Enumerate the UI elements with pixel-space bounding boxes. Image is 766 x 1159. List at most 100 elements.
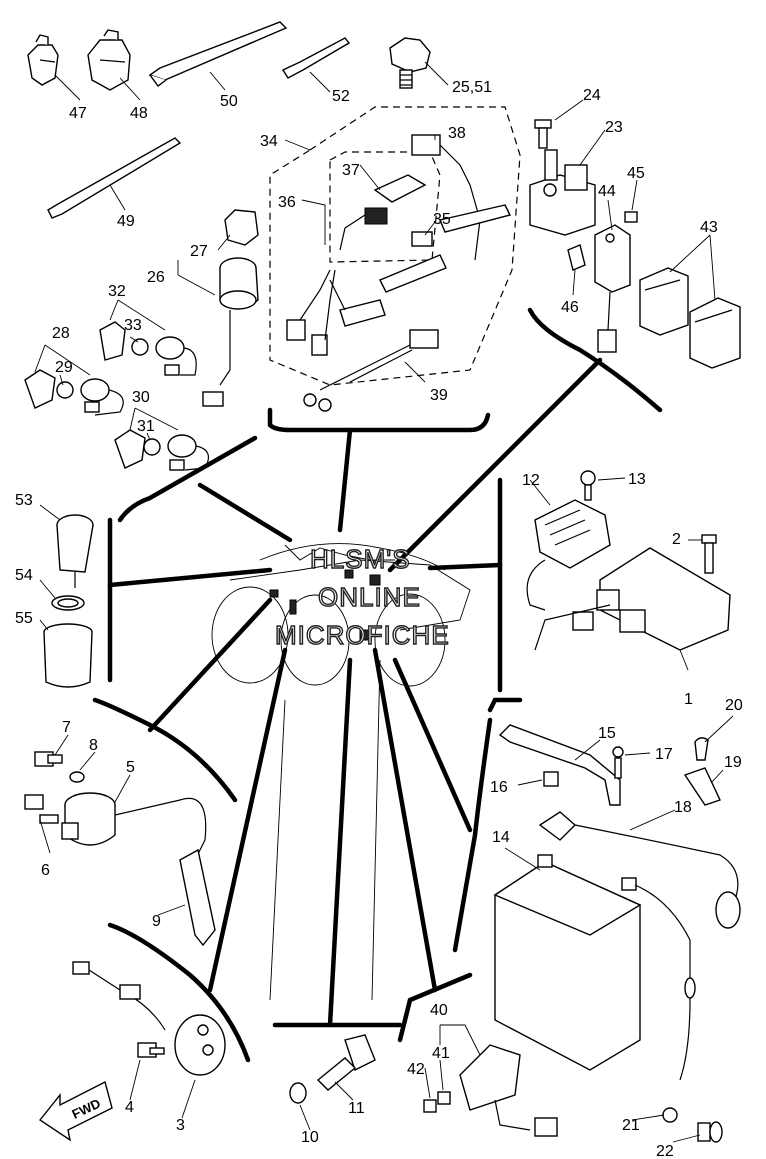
vehicle-silhouette: [211, 543, 471, 1001]
label-37: 37: [342, 162, 360, 179]
bulb-33: [131, 338, 149, 356]
label-11: 11: [348, 1100, 365, 1117]
nut-54: [51, 595, 85, 611]
switch-27: [224, 209, 259, 246]
label-6: 6: [41, 862, 50, 879]
rectifier-12: [526, 499, 611, 631]
label-31: 31: [137, 418, 155, 435]
harness-group-34: [269, 106, 521, 412]
relay-44: [594, 224, 631, 353]
bulb-31: [143, 438, 161, 456]
label-40: 40: [430, 1002, 448, 1019]
watermark: HLSM'S ONLINE MICROFICHE: [274, 543, 450, 650]
clip-47: [27, 34, 59, 86]
watermark-line3: MICROFICHE: [275, 620, 450, 650]
label-35: 35: [433, 211, 451, 228]
label-24: 24: [583, 87, 601, 104]
label-3: 3: [176, 1117, 185, 1134]
label-42: 42: [407, 1061, 425, 1078]
clamp-46: [567, 244, 586, 271]
ignition-coil-5: [61, 792, 207, 861]
label-44: 44: [598, 183, 616, 200]
negative-cable-21: [634, 884, 696, 1123]
bolt-4: [137, 1042, 165, 1058]
label-50: 50: [220, 93, 238, 110]
cover-55: [43, 623, 93, 688]
fwd-arrow: FWD: [38, 1080, 113, 1142]
bolt-2: [701, 534, 717, 574]
clip-48: [87, 29, 131, 91]
label-5: 5: [126, 759, 135, 776]
label-49: 49: [117, 213, 135, 230]
label-33: 33: [124, 317, 142, 334]
label-27: 27: [190, 243, 208, 260]
group-leaders: [92, 307, 663, 1063]
label-25-51: 25,51: [452, 79, 492, 96]
label-12: 12: [522, 472, 540, 489]
label-19: 19: [724, 754, 742, 771]
label-48: 48: [130, 105, 148, 122]
label-52: 52: [332, 88, 350, 105]
label-10: 10: [301, 1129, 319, 1146]
socket-32: [99, 321, 126, 361]
socket-28: [24, 369, 56, 409]
lamp-32: [155, 336, 197, 376]
battery-14: [493, 854, 642, 1071]
bolt-24: [534, 119, 552, 149]
relay-23: [529, 149, 596, 236]
label-29: 29: [55, 359, 73, 376]
label-14: 14: [492, 829, 510, 846]
label-47: 47: [69, 105, 87, 122]
label-53: 53: [15, 492, 33, 509]
fuse-41: [437, 1091, 451, 1105]
band-52: [281, 37, 351, 79]
plug-cap-9: [179, 848, 216, 947]
fuse-42: [423, 1099, 437, 1113]
label-34: 34: [260, 133, 278, 150]
bolt-7: [34, 751, 63, 767]
label-45: 45: [627, 165, 645, 182]
socket-53: [56, 514, 94, 588]
label-21: 21: [622, 1117, 640, 1134]
label-41: 41: [432, 1045, 450, 1062]
watermark-line1: HLSM'S: [310, 544, 411, 574]
label-54: 54: [15, 567, 33, 584]
clip-20: [694, 737, 709, 761]
label-20: 20: [725, 697, 743, 714]
cdi-unit-1: [534, 547, 731, 651]
label-28: 28: [52, 325, 70, 342]
label-16: 16: [490, 779, 508, 796]
bolt-22: [697, 1121, 723, 1143]
label-30: 30: [132, 389, 150, 406]
label-55: 55: [15, 610, 33, 627]
label-26: 26: [147, 269, 165, 286]
label-43: 43: [700, 219, 718, 236]
band-49: [47, 137, 182, 219]
fuse-43a: [639, 267, 689, 336]
bolt-17: [612, 746, 624, 779]
damper-16: [543, 771, 559, 787]
label-32: 32: [108, 283, 126, 300]
part-labels: 47 48 50 52 25,51 49 34 37 36 38 35 39 2…: [15, 79, 743, 1159]
label-2: 2: [672, 531, 681, 548]
label-9: 9: [152, 913, 161, 930]
socket-30: [114, 429, 146, 469]
sensor-3: [72, 961, 226, 1076]
main-switch-26: [202, 257, 259, 407]
label-15: 15: [598, 725, 616, 742]
lamp-30: [167, 434, 210, 471]
label-46: 46: [561, 299, 579, 316]
label-39: 39: [430, 387, 448, 404]
bulb-29: [56, 381, 74, 399]
bolt-45: [624, 211, 638, 223]
label-23: 23: [605, 119, 623, 136]
bolt-6: [24, 794, 59, 824]
screw-13: [580, 470, 596, 501]
watermark-line2: ONLINE: [318, 582, 421, 612]
bracket-15: [498, 724, 621, 806]
label-1: 1: [684, 691, 693, 708]
label-17: 17: [655, 746, 673, 763]
label-36: 36: [278, 194, 296, 211]
label-38: 38: [448, 125, 466, 142]
